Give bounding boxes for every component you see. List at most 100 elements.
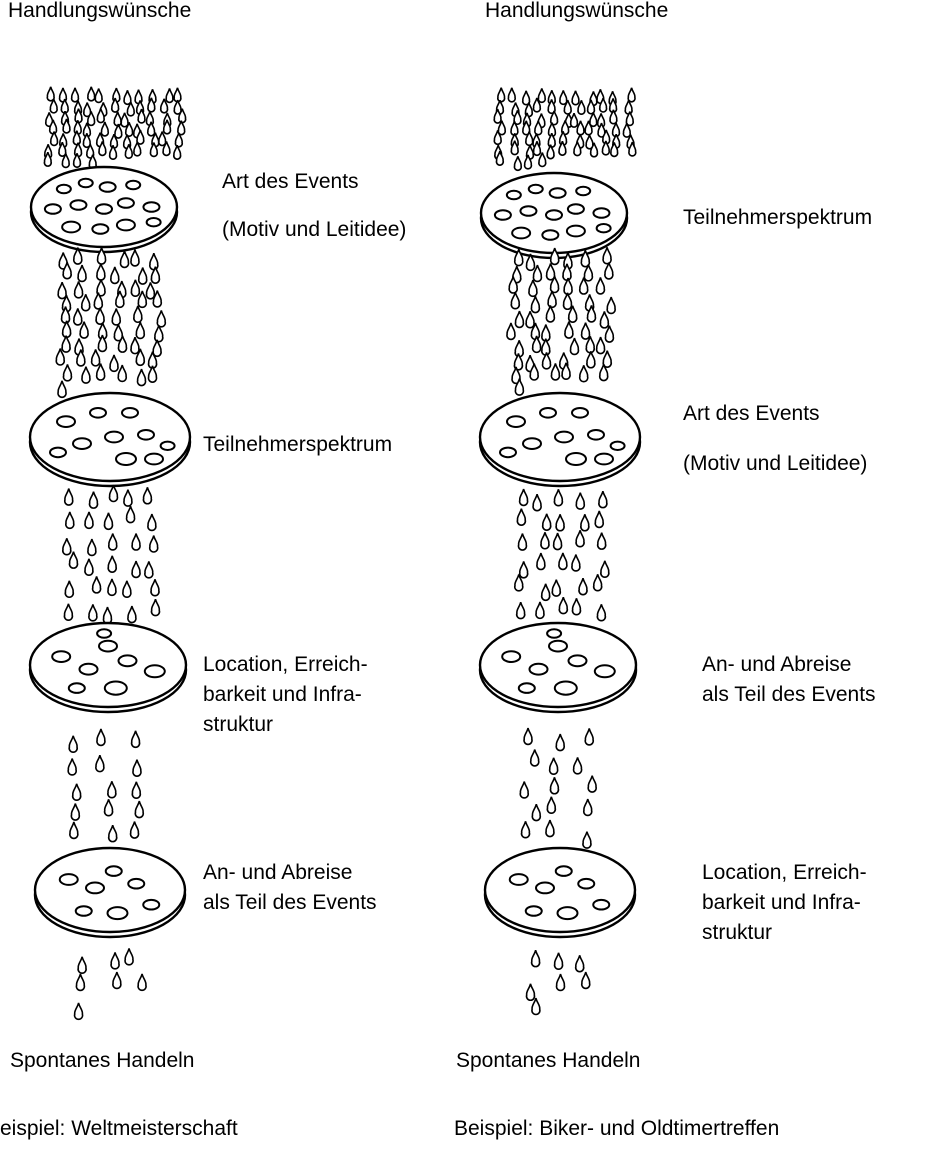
drop-icon bbox=[97, 729, 105, 745]
drop-icon bbox=[580, 365, 588, 381]
drop-icon bbox=[65, 581, 73, 597]
left-stage-4-line-2: als Teil des Events bbox=[203, 892, 377, 914]
drop-icon bbox=[628, 88, 635, 102]
right-stage-1-line-1: Teilnehmerspektrum bbox=[683, 207, 872, 229]
drop-icon bbox=[75, 1003, 83, 1019]
drop-icon bbox=[547, 797, 555, 813]
right-sieve-1 bbox=[481, 173, 627, 258]
drop-icon bbox=[133, 760, 141, 776]
drop-icon bbox=[599, 491, 607, 507]
drop-icon bbox=[132, 534, 140, 550]
left-drops-4 bbox=[68, 729, 143, 842]
drop-icon bbox=[151, 599, 159, 615]
right-top-label: Handlungswünsche bbox=[485, 0, 668, 22]
drop-icon bbox=[121, 113, 128, 127]
drop-icon bbox=[108, 781, 116, 797]
drop-icon bbox=[582, 323, 590, 339]
left-drops-5 bbox=[75, 948, 147, 1019]
drop-icon bbox=[572, 598, 580, 614]
drop-icon bbox=[92, 349, 100, 365]
drop-icon bbox=[124, 490, 132, 506]
left-stage-2-line-1: Teilnehmerspektrum bbox=[203, 434, 392, 456]
right-sieve-2 bbox=[480, 393, 640, 486]
drop-icon bbox=[69, 736, 77, 752]
right-drops-5 bbox=[527, 950, 590, 1014]
drop-icon bbox=[514, 156, 521, 170]
drop-icon bbox=[146, 282, 154, 298]
drop-icon bbox=[93, 576, 101, 592]
drop-icon bbox=[527, 984, 535, 1000]
drop-icon bbox=[143, 487, 151, 503]
drop-icon bbox=[533, 494, 541, 510]
drop-icon bbox=[58, 282, 66, 298]
drop-icon bbox=[63, 364, 71, 380]
right-sieve-3 bbox=[480, 623, 636, 712]
drop-icon bbox=[58, 381, 66, 397]
drop-icon bbox=[128, 606, 136, 622]
drop-icon bbox=[520, 782, 528, 798]
drop-icon bbox=[166, 88, 173, 102]
drop-icon bbox=[78, 265, 86, 281]
drop-icon bbox=[597, 337, 605, 353]
left-sieve-2 bbox=[30, 393, 190, 486]
drop-icon bbox=[597, 604, 605, 620]
drop-icon bbox=[543, 514, 551, 530]
drop-icon bbox=[542, 584, 550, 600]
right-drops-3 bbox=[515, 489, 609, 621]
drop-icon bbox=[75, 281, 83, 297]
drop-icon bbox=[96, 308, 104, 324]
drop-icon bbox=[520, 489, 528, 505]
drop-icon bbox=[65, 489, 73, 505]
drop-icon bbox=[110, 355, 118, 371]
drop-icon bbox=[104, 513, 112, 529]
drop-icon bbox=[131, 337, 139, 353]
drop-icon bbox=[174, 100, 181, 114]
drop-icon bbox=[583, 832, 591, 848]
left-sieve-1 bbox=[31, 167, 177, 252]
left-stage-1-line-1: Art des Events bbox=[222, 171, 359, 193]
drop-icon bbox=[577, 121, 584, 135]
drop-icon bbox=[76, 974, 84, 990]
drop-icon bbox=[570, 338, 578, 354]
drop-icon bbox=[148, 514, 156, 530]
drop-icon bbox=[537, 553, 545, 569]
right-stage-3-line-2: als Teil des Events bbox=[702, 684, 876, 706]
drop-icon bbox=[89, 604, 97, 620]
drop-icon bbox=[150, 536, 158, 552]
drop-icon bbox=[70, 822, 78, 838]
drop-icon bbox=[581, 514, 589, 530]
left-drops-2 bbox=[56, 248, 165, 398]
left-stage-1-line-2: (Motiv und Leitidee) bbox=[222, 219, 406, 241]
drop-icon bbox=[576, 493, 584, 509]
drop-icon bbox=[96, 755, 104, 771]
left-sieve-4 bbox=[35, 848, 185, 937]
drop-icon bbox=[78, 957, 86, 973]
drop-icon bbox=[105, 799, 113, 815]
drop-icon bbox=[601, 561, 609, 577]
drop-icon bbox=[548, 291, 556, 307]
drop-icon bbox=[108, 556, 116, 572]
left-stage-4-line-1: An- und Abreise bbox=[203, 862, 352, 884]
drop-icon bbox=[131, 249, 139, 265]
drop-icon bbox=[47, 87, 54, 101]
drop-icon bbox=[554, 489, 562, 505]
drop-icon bbox=[111, 267, 119, 283]
drop-icon bbox=[541, 532, 549, 548]
drop-icon bbox=[109, 825, 117, 841]
drop-icon bbox=[113, 972, 121, 988]
drop-icon bbox=[109, 534, 117, 550]
left-stage-3-line-3: struktur bbox=[203, 714, 273, 736]
drop-icon bbox=[108, 579, 116, 595]
drop-icon bbox=[103, 607, 111, 623]
drop-icon bbox=[136, 322, 144, 338]
drop-icon bbox=[522, 821, 530, 837]
drop-icon bbox=[517, 602, 525, 618]
left-bottom-label: Spontanes Handeln bbox=[10, 1050, 194, 1072]
drop-icon bbox=[64, 604, 72, 620]
drop-icon bbox=[71, 804, 79, 820]
drop-icon bbox=[101, 122, 108, 136]
drop-icon bbox=[127, 506, 135, 522]
drop-icon bbox=[155, 325, 163, 341]
right-example: Beispiel: Biker- und Oldtimertreffen bbox=[454, 1118, 779, 1140]
drop-icon bbox=[600, 311, 608, 327]
